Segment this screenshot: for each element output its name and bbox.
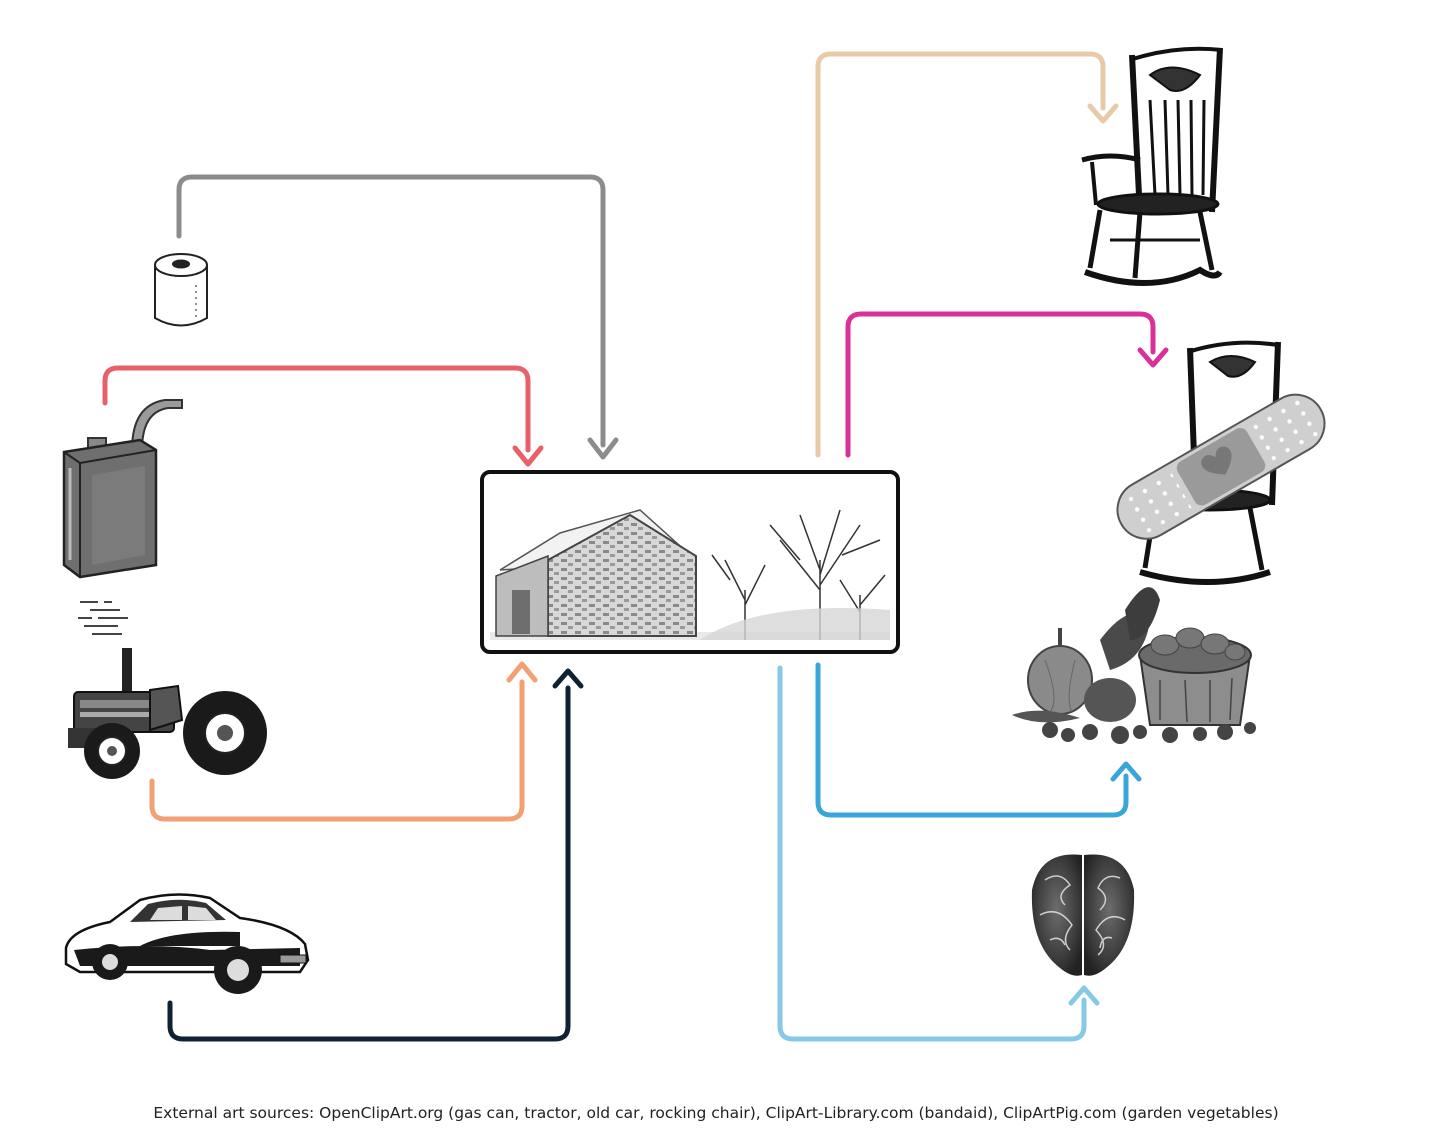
arrowhead-orange: [506, 661, 538, 683]
tractor-icon: [68, 601, 267, 779]
arrow-heads: [506, 103, 1169, 1006]
gas-can-icon: [62, 399, 183, 579]
flow-barn-to-rocking-chair: [815, 51, 1106, 458]
flow-tractor-to-barn: [149, 679, 525, 822]
brain-icon: [1031, 854, 1135, 976]
rocking-chair-icon: [1081, 46, 1223, 286]
rocking-chair-bandaid-icon: [1116, 340, 1326, 585]
arrowhead-navy: [552, 668, 584, 689]
flow-old-car-to-barn: [167, 685, 571, 1042]
arrowhead-gray: [587, 437, 619, 460]
art-sources-caption: External art sources: OpenClipArt.org (g…: [153, 1104, 1279, 1122]
flow-barn-to-brain: [777, 665, 1087, 1042]
flow-arrows: [102, 51, 1156, 1042]
arrowhead-magenta: [1137, 347, 1169, 368]
old-car-icon: [64, 893, 310, 994]
arrowhead-blue: [1110, 761, 1142, 782]
flow-gas-can-to-barn: [102, 365, 531, 453]
garden-vegetables-icon: [1012, 587, 1256, 744]
arrowhead-red: [512, 445, 544, 467]
diagram-canvas: [62, 46, 1326, 1042]
arrowhead-tan: [1087, 103, 1119, 124]
flow-toilet-paper-to-barn: [176, 174, 606, 448]
toilet-paper-roll-icon: [154, 253, 208, 327]
arrowhead-lightblue: [1068, 985, 1100, 1006]
barn-photo-sketch: [480, 470, 900, 654]
flow-barn-to-vegetables: [815, 662, 1129, 818]
flow-barn-to-repaired-chair: [845, 311, 1156, 458]
